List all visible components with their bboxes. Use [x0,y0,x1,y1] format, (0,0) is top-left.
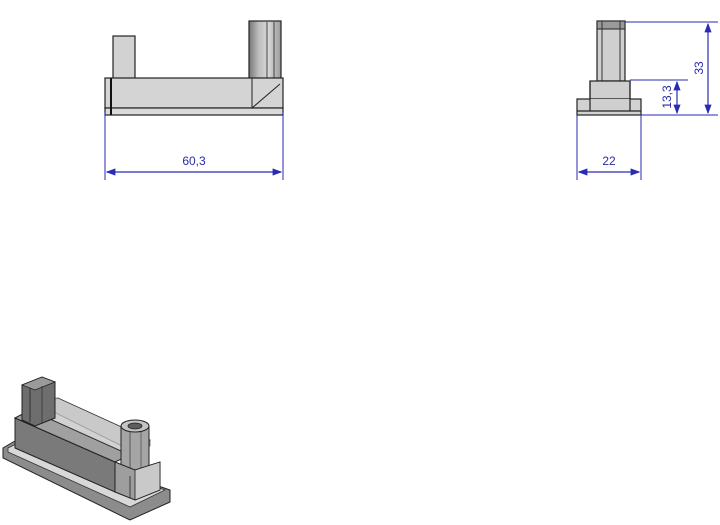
side-view: 33 13,3 22 [576,20,718,180]
isometric-view [2,376,171,521]
base-body [104,77,284,109]
dimension-side-width-label: 22 [602,154,616,168]
dimension-total-height-label: 33 [692,61,706,75]
side-column [596,20,626,82]
dimension-base-height-label: 13,3 [660,85,674,109]
front-view: 60,3 [104,20,284,180]
base-flange [104,107,284,116]
dimension-width-label: 60,3 [182,154,206,168]
side-step [589,80,631,100]
left-pillar [112,35,136,80]
right-pillar [248,20,282,80]
